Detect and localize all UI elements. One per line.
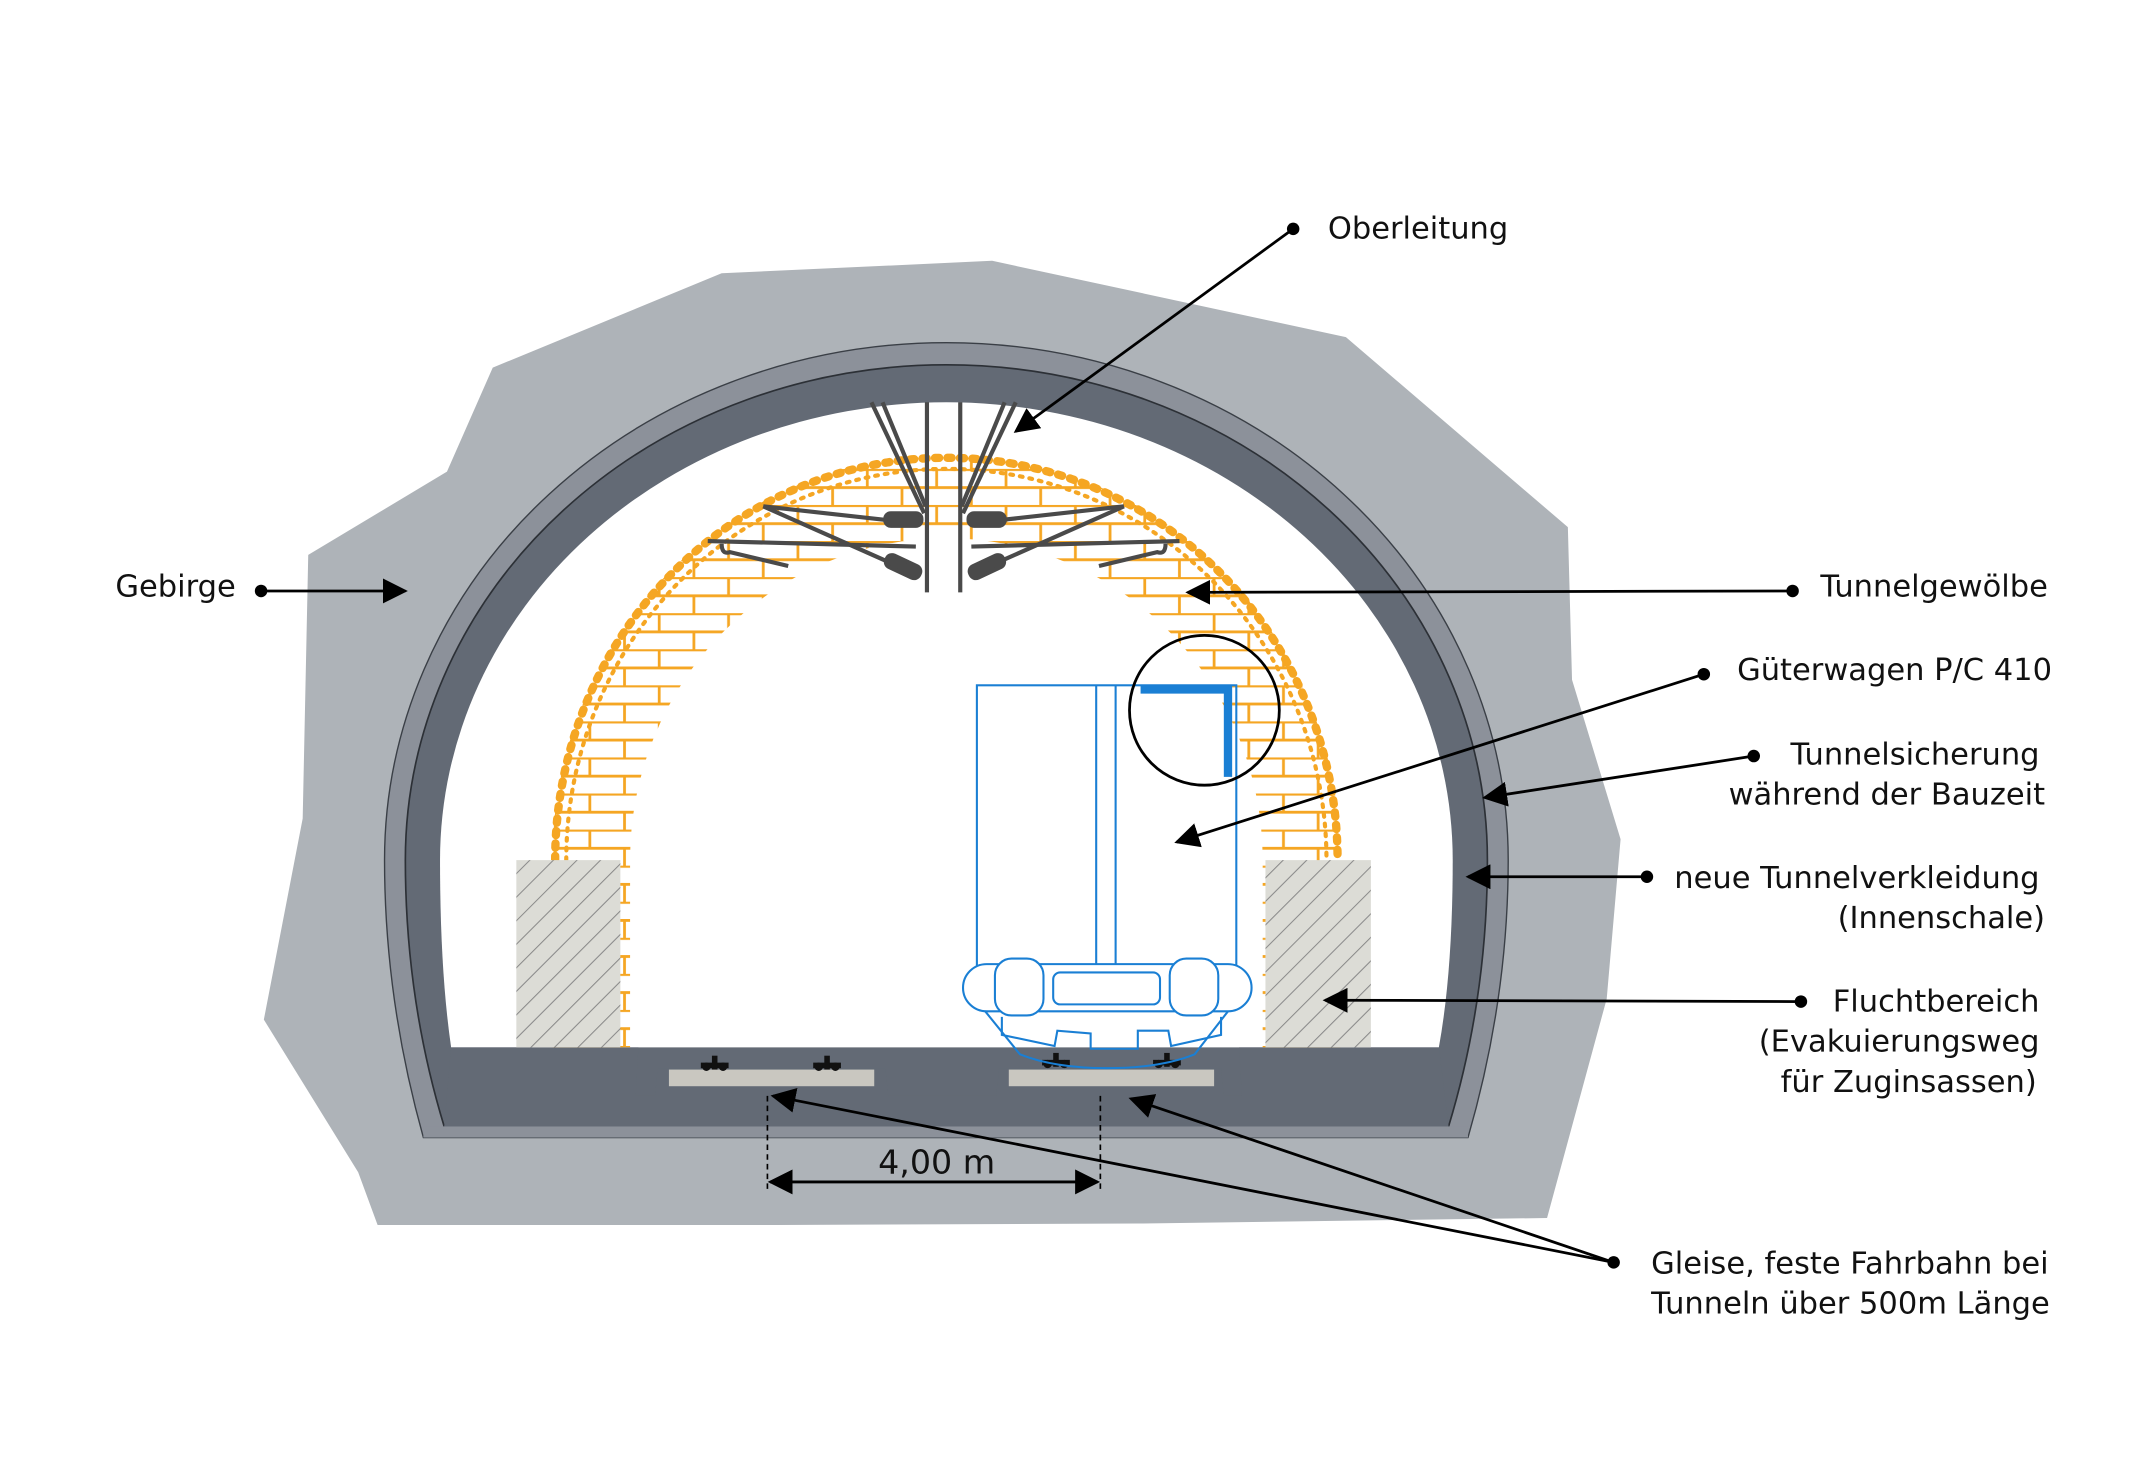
label-gueterwagen: Güterwagen P/C 410 — [1737, 653, 2052, 688]
track-spacing-label: 4,00 m — [878, 1143, 995, 1182]
clearance-detail-circle — [1128, 633, 1281, 787]
label-tunnelverkleidung-1: neue Tunnelverkleidung — [1674, 861, 2039, 896]
tunnel-floor — [444, 1047, 1449, 1127]
escape-area-left — [516, 860, 621, 1048]
track-spacing-dimension: 4,00 m — [766, 1095, 1102, 1195]
freight-wagon-outline — [961, 684, 1253, 1070]
track-slab-left — [668, 1069, 875, 1087]
label-fluchtbereich-1: Fluchtbereich — [1833, 984, 2040, 1019]
label-gebirge: Gebirge — [115, 570, 235, 605]
label-gleise-2: Tunneln über 500m Länge — [1650, 1287, 2050, 1322]
track-slab-right — [1008, 1069, 1215, 1087]
label-tunnelsicherung-2: während der Bauzeit — [1729, 778, 2046, 813]
label-tunnelsicherung-1: Tunnelsicherung — [1789, 737, 2039, 772]
label-fluchtbereich-3: für Zuginsassen) — [1781, 1065, 2037, 1100]
leader-lines — [254, 222, 1808, 1269]
label-gleise-1: Gleise, feste Fahrbahn bei — [1651, 1246, 2049, 1281]
overhead-line-icon — [707, 401, 1180, 593]
escape-area-right — [1265, 860, 1371, 1048]
label-oberleitung: Oberleitung — [1328, 212, 1508, 247]
label-tunnelgewoelbe: Tunnelgewölbe — [1819, 570, 2048, 605]
label-fluchtbereich-2: (Evakuierungsweg — [1759, 1025, 2040, 1060]
lining-base-strip — [423, 1126, 1468, 1138]
label-tunnelverkleidung-2: (Innenschale) — [1838, 901, 2045, 936]
